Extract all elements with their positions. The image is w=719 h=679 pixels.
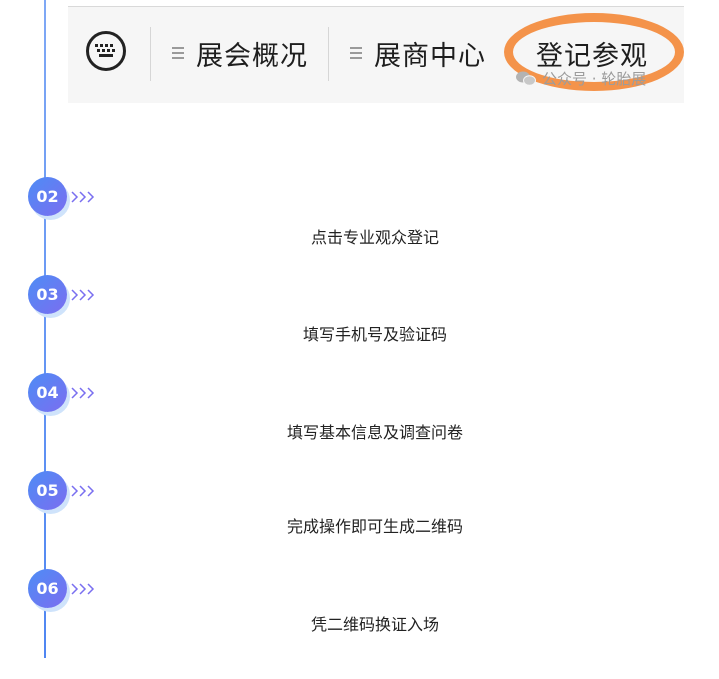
highlight-ring (504, 13, 684, 91)
nav-divider (150, 27, 151, 81)
menu-icon (172, 47, 184, 59)
chevrons-icon (71, 191, 95, 203)
chevrons-icon (71, 485, 95, 497)
nav-bar: 展会概况 展商中心 登记参观 公众号 · 轮胎展 (68, 6, 684, 103)
timeline-line (44, 0, 46, 658)
nav-divider (328, 27, 329, 81)
step-number-badge: 06 (28, 569, 67, 608)
nav-item-exhibitor-center[interactable]: 展商中心 (350, 33, 486, 73)
step-number-badge: 03 (28, 275, 67, 314)
nav-item-label: 展会概况 (196, 40, 308, 72)
watermark-text: 公众号 · 轮胎展 (542, 70, 647, 88)
step-description: 点击专业观众登记 (310, 228, 439, 247)
keyboard-icon[interactable] (86, 31, 126, 71)
step-number-badge: 02 (28, 177, 67, 216)
step-description: 填写手机号及验证码 (302, 325, 447, 344)
chevrons-icon (71, 289, 95, 301)
step-number-badge: 05 (28, 471, 67, 510)
chevrons-icon (71, 583, 95, 595)
watermark: 公众号 · 轮胎展 (516, 68, 646, 89)
wechat-icon (516, 71, 536, 86)
menu-icon (350, 47, 362, 59)
step-description: 凭二维码换证入场 (310, 615, 439, 634)
nav-item-exhibition-overview[interactable]: 展会概况 (172, 33, 308, 73)
step-number-badge: 04 (28, 373, 67, 412)
chevrons-icon (71, 387, 95, 399)
step-description: 填写基本信息及调查问卷 (286, 423, 463, 442)
nav-item-label: 展商中心 (374, 40, 486, 72)
step-description: 完成操作即可生成二维码 (286, 517, 463, 536)
